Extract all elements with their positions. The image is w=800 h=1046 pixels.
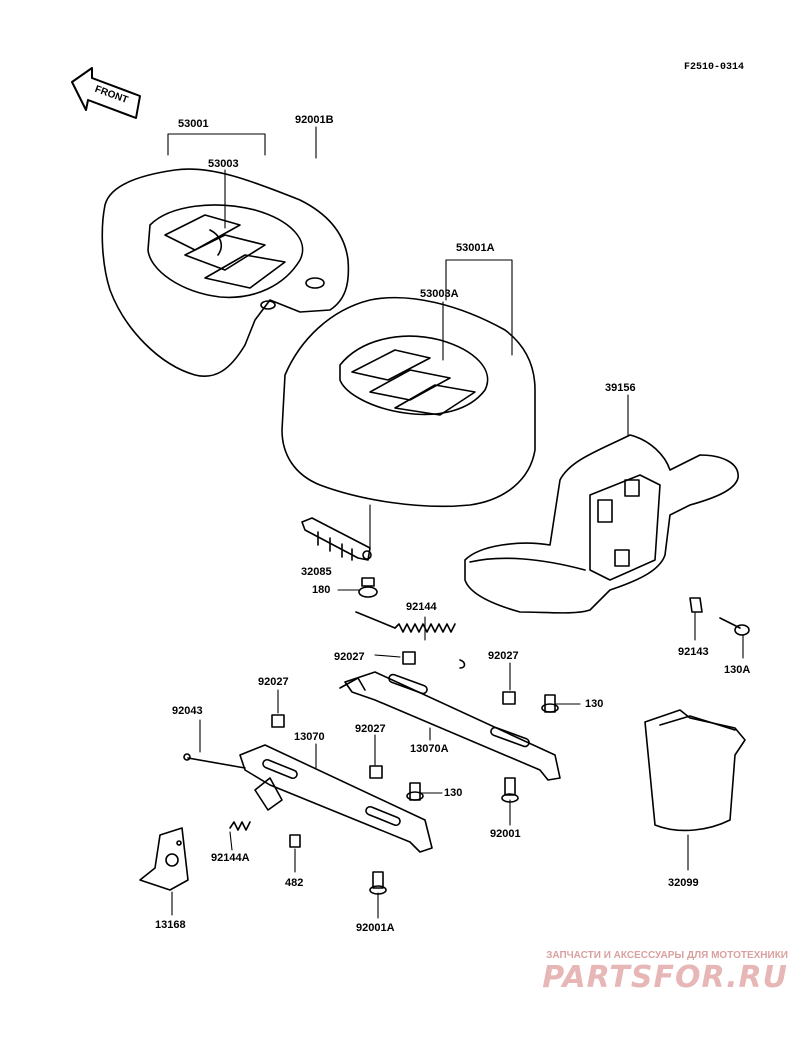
part-label-92027-top: 92027 [334, 651, 365, 663]
part-label-53001: 53001 [178, 118, 209, 130]
part-label-92043: 92043 [172, 705, 203, 717]
part-label-53003: 53003 [208, 158, 239, 170]
part-label-92027-right: 92027 [488, 650, 519, 662]
bolt-92001-drawing [501, 777, 519, 803]
bolt-180-drawing [358, 577, 378, 598]
part-label-53001a: 53001A [456, 242, 495, 254]
part-label-13168: 13168 [155, 919, 186, 931]
front-arrow-icon: FRONT [71, 67, 141, 119]
leader-lines [167, 126, 744, 919]
spring-92144-drawing [355, 611, 466, 669]
part-label-32099: 32099 [668, 877, 699, 889]
collar-92027-drawing [271, 651, 516, 779]
bracket-13168-drawing [139, 827, 189, 891]
part-label-92027-mid: 92027 [355, 723, 386, 735]
part-label-32085: 32085 [301, 566, 332, 578]
part-label-53003a: 53003A [420, 288, 459, 300]
part-label-92027-left: 92027 [258, 676, 289, 688]
arm-13070a-drawing [339, 671, 561, 781]
part-label-92144a: 92144A [211, 852, 250, 864]
spring-92144a-drawing [229, 821, 251, 831]
watermark-logo: PARTSFOR.RU [542, 960, 788, 995]
part-label-13070a: 13070A [410, 743, 449, 755]
bracket-32085-drawing [301, 517, 372, 561]
arm-13070-drawing [239, 744, 433, 853]
part-label-130a: 130A [724, 664, 751, 676]
watermark-tagline: ЗАПЧАСТИ И АКСЕССУАРЫ ДЛЯ МОТОТЕХНИКИ [546, 950, 788, 961]
part-label-92143: 92143 [678, 646, 709, 658]
part-label-13070: 13070 [294, 731, 325, 743]
box-32099-drawing [644, 709, 746, 832]
part-label-92001a: 92001A [356, 922, 395, 934]
seat-53001a-drawing [281, 296, 536, 508]
bolt-92001a-drawing [369, 871, 387, 895]
part-label-92001b: 92001B [295, 114, 334, 126]
nut-482-drawing [289, 834, 301, 848]
backrest-39156-drawing [464, 434, 739, 614]
part-label-39156: 39156 [605, 382, 636, 394]
bolt-130-drawing [406, 694, 559, 801]
diagram-reference-code: F2510-0314 [684, 62, 745, 73]
bolt-92143-drawing [689, 597, 703, 613]
part-label-92001: 92001 [490, 828, 521, 840]
part-label-180: 180 [312, 584, 331, 596]
part-label-92144: 92144 [406, 601, 437, 613]
bolt-130a-drawing [719, 617, 750, 636]
part-label-130-right: 130 [585, 698, 604, 710]
part-label-130-lower: 130 [444, 787, 463, 799]
seat-53001-drawing [101, 168, 350, 377]
part-label-482: 482 [285, 877, 304, 889]
pin-92043-drawing [183, 753, 246, 769]
